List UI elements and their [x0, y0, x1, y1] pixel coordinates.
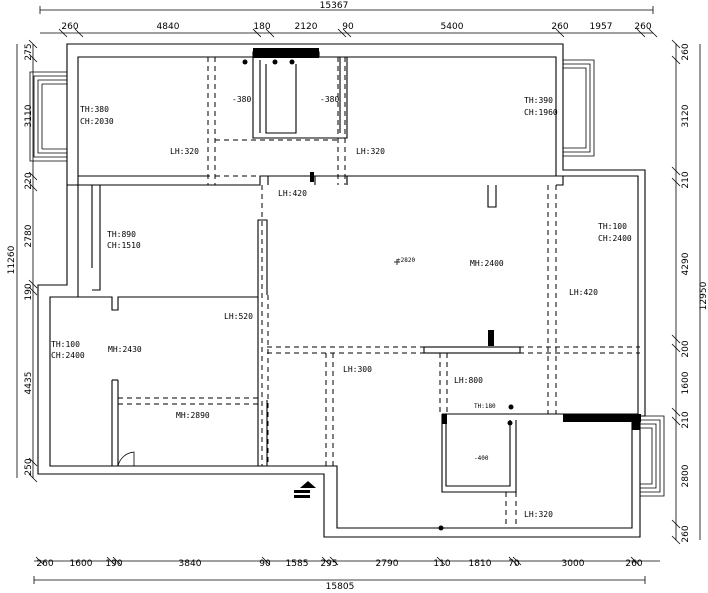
bottom-dim-label: 3840 — [179, 559, 202, 569]
left-dim-label: 275 — [24, 43, 34, 60]
hall-beam-lh: LH:300 — [343, 365, 372, 374]
bottom-dim-label: 260 — [36, 559, 53, 569]
right-dim-label: 2800 — [681, 464, 691, 487]
master-ch: CH:2400 — [51, 351, 85, 360]
top-dimension-labels: 260 4840 180 2120 90 5400 260 1957 260 — [61, 22, 651, 32]
bottom-dim-label: 70 — [508, 559, 520, 569]
bottom-dim-label: 1600 — [70, 559, 93, 569]
right-beam-lh: LH:420 — [569, 288, 598, 297]
bottom-dim-label: 295 — [320, 559, 337, 569]
bottom-dim-label: 1810 — [469, 559, 492, 569]
bottom-dimension-lines — [33, 556, 660, 584]
top-dim-label: 260 — [61, 22, 78, 32]
dining-beam-lh: LH:800 — [454, 376, 483, 385]
bath-level-left: -380 — [232, 95, 251, 104]
right-dimension-labels: 260 3120 210 4290 200 1600 210 2800 260 — [681, 43, 691, 542]
right-room-th: TH:100 — [598, 222, 627, 231]
right-total-dimension: 12950 — [699, 281, 708, 310]
top-dim-label: 5400 — [441, 22, 464, 32]
beam-dashed-lines — [118, 57, 640, 528]
top-dim-label: 2120 — [295, 22, 318, 32]
left-dim-label: 250 — [24, 458, 34, 475]
master-th: TH:100 — [51, 340, 80, 349]
bottom-beam-lh: LH:320 — [524, 510, 553, 519]
left-dim-label: 3110 — [24, 104, 34, 127]
bottom-dim-label: 260 — [625, 559, 642, 569]
outer-walls — [37, 43, 646, 538]
top-dim-label: 180 — [253, 22, 270, 32]
left-dimension-lines — [16, 39, 38, 483]
bottom-dim-label: 1585 — [286, 559, 309, 569]
right-dim-label: 210 — [681, 411, 691, 428]
room-labels: TH:380 CH:2030 -380 -380 TH:390 CH:1960 … — [51, 95, 632, 519]
interior-walls — [50, 57, 632, 493]
study-beam-lh: LH:520 — [224, 312, 253, 321]
master-mh: MH:2430 — [108, 345, 142, 354]
beam-lh-b: LH:320 — [356, 147, 385, 156]
master-beam-mh: MH:2890 — [176, 411, 210, 420]
door-swing-icon — [117, 451, 135, 467]
top-dim-label: 1957 — [590, 22, 613, 32]
kitchen-bay-window — [640, 415, 665, 497]
bedroom-1-ch: CH:2030 — [80, 117, 114, 126]
right-dim-label: 3120 — [681, 104, 691, 127]
living-mh: MH:2400 — [470, 259, 504, 268]
left-total-dimension: 11260 — [7, 245, 17, 274]
study-th: TH:890 — [107, 230, 136, 239]
bottom-dim-label: 110 — [433, 559, 450, 569]
bottom-dimension-labels: 260 1600 190 3840 90 1585 295 2790 110 1… — [36, 559, 642, 569]
bedroom-2-ch: CH:1960 — [524, 108, 558, 117]
corridor-lh: LH:420 — [278, 189, 307, 198]
top-dim-label: 260 — [634, 22, 651, 32]
bottom-dim-label: 3000 — [562, 559, 585, 569]
left-dimension-labels: 275 3110 220 2780 190 4435 250 — [24, 43, 34, 475]
bedroom-1-th: TH:380 — [80, 105, 109, 114]
center-marker-icon — [394, 259, 400, 265]
top-dim-label: 90 — [342, 22, 354, 32]
right-dim-label: 260 — [681, 525, 691, 542]
top-dim-label: 4840 — [157, 22, 180, 32]
left-dim-label: 4435 — [24, 372, 34, 395]
kitchen-th: TH:180 — [474, 403, 496, 410]
left-dim-label: 220 — [24, 172, 34, 189]
bottom-total-dimension: 15805 — [326, 582, 355, 592]
bottom-dim-label: 190 — [105, 559, 122, 569]
left-dim-label: 190 — [24, 283, 34, 300]
beam-lh-a: LH:320 — [170, 147, 199, 156]
study-ch: CH:1510 — [107, 241, 141, 250]
right-dim-label: 4290 — [681, 252, 691, 275]
right-dimension-lines — [671, 39, 701, 545]
bath-level-right: -380 — [320, 95, 339, 104]
right-room-ch: CH:2400 — [598, 234, 632, 243]
kitchen-floor-level: -400 — [474, 455, 489, 462]
bottom-dim-label: 90 — [259, 559, 271, 569]
bottom-dim-label: 2790 — [376, 559, 399, 569]
entrance-arrow-icon — [294, 481, 316, 498]
right-bay-window — [563, 59, 595, 157]
solid-fills — [242, 48, 641, 531]
left-bay-window — [29, 71, 67, 162]
right-dim-label: 200 — [681, 340, 691, 357]
top-dim-label: 260 — [551, 22, 568, 32]
right-dim-label: 260 — [681, 43, 691, 60]
right-dim-label: 1600 — [681, 371, 691, 394]
left-dim-label: 2780 — [24, 224, 34, 247]
top-total-dimension: 15367 — [320, 1, 349, 11]
top-dimension-lines — [39, 6, 658, 38]
center-marker-label: +2820 — [397, 257, 415, 264]
bedroom-2-th: TH:390 — [524, 96, 553, 105]
right-dim-label: 210 — [681, 171, 691, 188]
